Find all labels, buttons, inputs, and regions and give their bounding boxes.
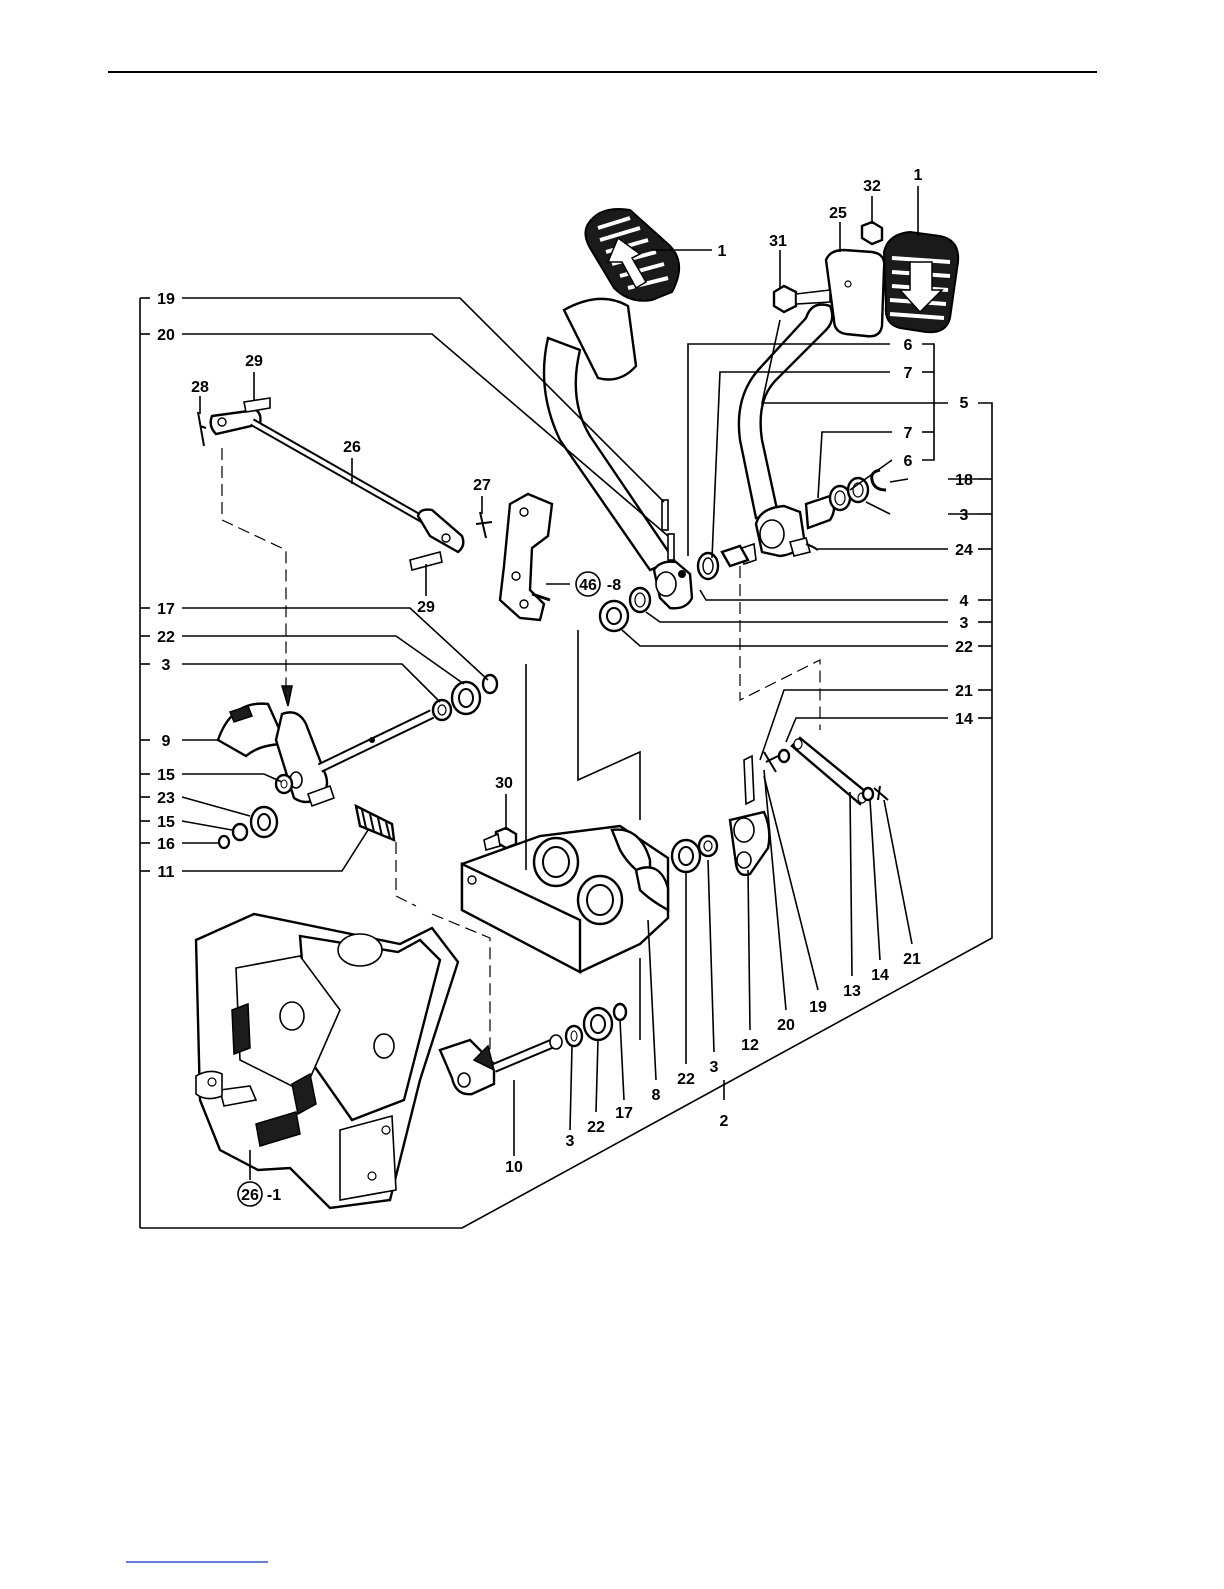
label-16: 16	[157, 836, 175, 853]
label-22-d: 22	[587, 1119, 605, 1136]
label-7-b: 7	[904, 425, 913, 442]
label-19-b: 19	[809, 999, 827, 1016]
label-9: 9	[162, 733, 171, 750]
label-14-a: 14	[955, 711, 973, 728]
pedal-pad-left	[585, 209, 679, 301]
label-30: 30	[495, 775, 513, 792]
label-15-a: 15	[157, 767, 175, 784]
align-line-2	[396, 842, 416, 906]
bolt-24	[790, 538, 810, 556]
align-line-1	[222, 448, 286, 700]
label-ref-26: 26	[241, 1187, 259, 1204]
label-20-b: 20	[777, 1017, 795, 1034]
label-7-a: 7	[904, 365, 913, 382]
label-3: 3	[162, 657, 171, 674]
link-13	[792, 738, 866, 804]
label-2: 2	[720, 1113, 729, 1130]
label-3-b: 3	[960, 615, 969, 632]
label-22-a: 22	[955, 639, 973, 656]
label-4: 4	[960, 593, 969, 610]
label-15-b: 15	[157, 814, 175, 831]
label-28: 28	[191, 379, 209, 396]
washer-14	[779, 750, 789, 762]
pedal-shaft-lower	[440, 1035, 562, 1094]
label-18: 18	[955, 472, 973, 489]
label-25: 25	[829, 205, 847, 222]
label-22: 22	[157, 629, 175, 646]
cotter-pin-28	[198, 412, 206, 446]
label-ref-46-suffix: -8	[607, 577, 621, 594]
align-line-5	[578, 630, 640, 820]
label-1-left: 1	[718, 243, 727, 260]
label-ref-26-suffix: -1	[267, 1187, 281, 1204]
label-ref-46: 46	[579, 577, 597, 594]
label-20: 20	[157, 327, 175, 344]
label-26: 26	[343, 439, 361, 456]
pedal-pad-right	[884, 232, 958, 332]
label-11: 11	[158, 864, 175, 881]
label-23: 23	[157, 790, 175, 807]
label-8: 8	[652, 1087, 661, 1104]
pedal-plate	[826, 250, 884, 336]
label-29-b: 29	[417, 599, 435, 616]
clevis-pin-top	[244, 398, 270, 412]
label-5: 5	[960, 395, 969, 412]
lever-12	[730, 756, 769, 875]
brake-pedal-arm-left	[544, 299, 692, 608]
label-13: 13	[843, 983, 861, 1000]
snap-ring-17-lower	[614, 1004, 626, 1020]
cotter-pin-27	[476, 512, 492, 538]
label-27: 27	[473, 477, 491, 494]
label-21-a: 21	[955, 683, 973, 700]
connecting-rod	[211, 410, 464, 552]
align-line-4	[740, 566, 820, 730]
washer-14-b	[863, 788, 873, 800]
label-6-a: 6	[904, 337, 913, 354]
label-3-c: 3	[710, 1059, 719, 1076]
label-22-c: 22	[677, 1071, 695, 1088]
label-12: 12	[741, 1037, 759, 1054]
label-3-d: 3	[566, 1133, 575, 1150]
label-10: 10	[505, 1159, 523, 1176]
lever-arm	[500, 494, 552, 620]
label-6-b: 6	[904, 453, 913, 470]
label-17-b: 17	[615, 1105, 633, 1122]
transmission-housing	[196, 914, 458, 1208]
pin-19	[662, 500, 668, 530]
label-29-a: 29	[245, 353, 263, 370]
label-32: 32	[863, 178, 881, 195]
label-19: 19	[157, 291, 175, 308]
bracket-bolt	[484, 828, 516, 850]
cotter-pin-21-b	[874, 786, 888, 800]
label-14-b: 14	[871, 967, 889, 984]
label-24: 24	[955, 542, 973, 559]
label-31: 31	[769, 233, 787, 250]
label-3-a: 3	[960, 507, 969, 524]
label-17: 17	[157, 601, 175, 618]
label-1-top: 1	[914, 167, 923, 184]
label-21-b: 21	[903, 951, 921, 968]
snap-ring-16	[219, 836, 229, 848]
pin-20	[668, 534, 674, 560]
nut	[862, 222, 882, 244]
washer-15-b	[233, 824, 247, 840]
arrow-marker-upper	[282, 686, 292, 706]
cotter-pin-21	[764, 752, 778, 772]
